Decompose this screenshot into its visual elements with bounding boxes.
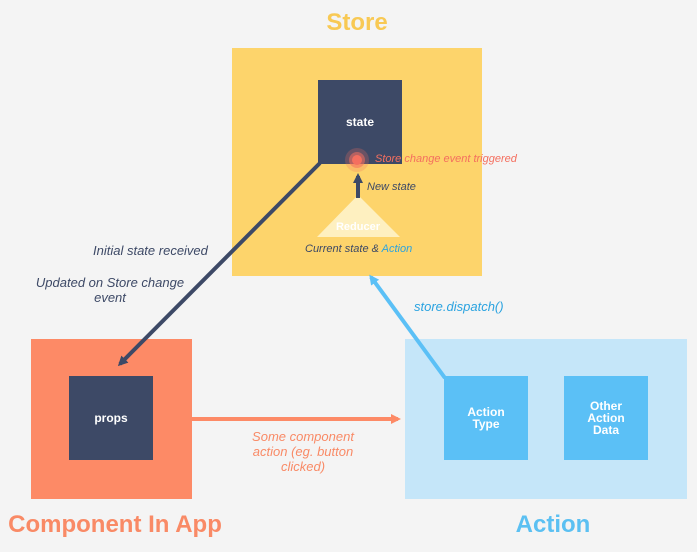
- action-data-line1: Other: [589, 399, 622, 413]
- initial-state-label: Initial state received: [93, 243, 208, 258]
- store-title: Store: [326, 9, 388, 36]
- component-action-line1: Some component: [252, 429, 354, 444]
- props-box: props: [69, 376, 153, 460]
- new-state-label: New state: [367, 181, 416, 193]
- action-data-line2: Action: [587, 411, 625, 425]
- store-change-event-icon: [345, 148, 369, 172]
- reducer-label: Reducer: [335, 221, 381, 233]
- store-change-event-label: Store change event triggered: [375, 153, 517, 165]
- component-action-label: Some component action (eg. button clicke…: [238, 429, 368, 474]
- reducer-input-action: Action: [381, 243, 413, 255]
- state-box: state: [318, 80, 402, 164]
- props-label: props: [94, 411, 128, 425]
- action-type-line1: Action: [467, 405, 505, 419]
- action-data-box: Other Action Data: [564, 376, 648, 460]
- updated-on-change-label: Updated on Store change event: [30, 275, 190, 305]
- reducer-input-label: Current state & Action: [305, 242, 412, 257]
- action-title: Action: [515, 511, 591, 538]
- component-title: Component In App: [8, 511, 222, 538]
- action-type-line2: Type: [472, 417, 500, 431]
- reducer-triangle: [317, 195, 400, 237]
- dispatch-arrow: [369, 274, 447, 380]
- dispatch-label: store.dispatch(): [414, 299, 504, 314]
- state-label: state: [345, 115, 374, 129]
- state-to-props-arrow: [117, 161, 322, 367]
- updated-line2: event: [94, 290, 126, 305]
- component-action-line2: action (eg. button: [252, 444, 354, 459]
- updated-line1: Updated on Store change: [35, 275, 185, 290]
- reducer-input-prefix: Current state &: [305, 243, 379, 255]
- action-type-box: Action Type: [444, 376, 528, 460]
- component-action-line3: clicked): [280, 459, 326, 474]
- action-data-line3: Data: [592, 423, 619, 437]
